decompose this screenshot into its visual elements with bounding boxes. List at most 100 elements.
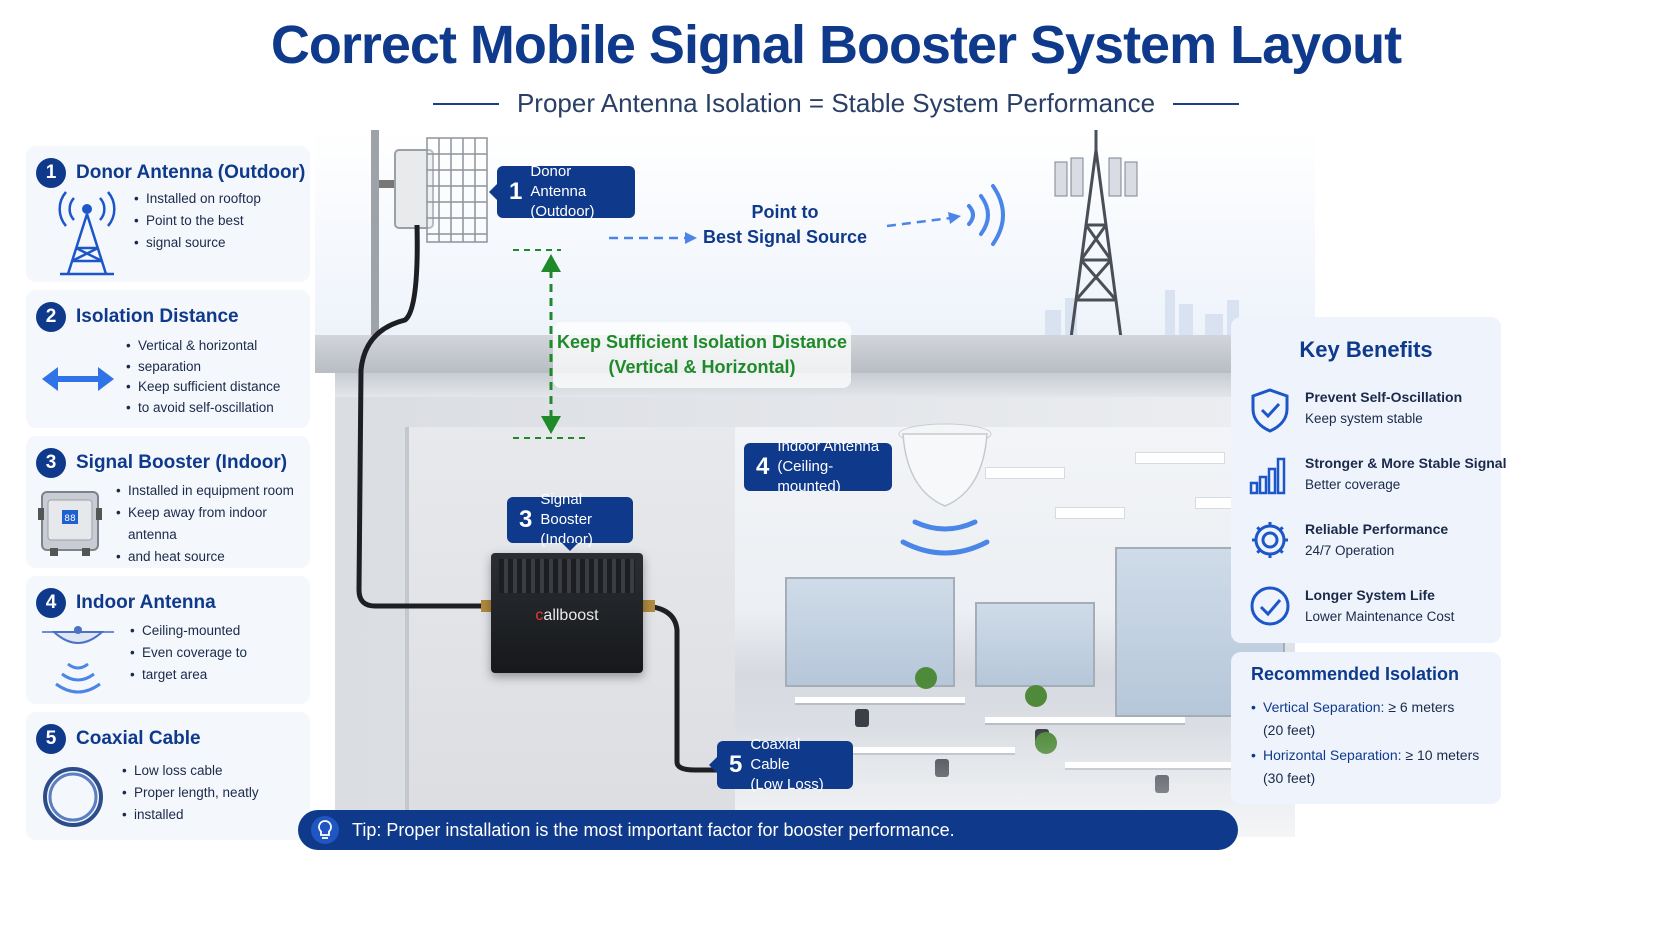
- bullet-continued: installed: [122, 804, 259, 826]
- benefit-desc: Keep system stable: [1305, 411, 1423, 426]
- brand-rest: allboost: [543, 607, 599, 624]
- bullet-continued: and heat source: [116, 546, 310, 568]
- step-bullets: Installed on rooftop Point to the best s…: [134, 188, 261, 254]
- benefit-title: Longer System Life: [1305, 587, 1435, 603]
- benefit-title: Stronger & More Stable Signal: [1305, 455, 1507, 471]
- signal-bars-icon: [1249, 457, 1286, 495]
- callout-line2: (Outdoor): [530, 203, 595, 220]
- step-number: 4: [36, 588, 66, 618]
- step-donor-antenna: 1 Donor Antenna (Outdoor) Installed on r…: [26, 146, 310, 282]
- callout-text: Signal Booster(Indoor): [540, 490, 621, 550]
- step-bullets: Ceiling-mounted Even coverage to target …: [130, 620, 247, 686]
- plant: [915, 667, 937, 689]
- step-signal-booster: 3 Signal Booster (Indoor) 88 Installed i…: [26, 436, 310, 568]
- steps-panel: 1 Donor Antenna (Outdoor) Installed on r…: [26, 146, 310, 848]
- callout-text: Indoor Antenna (Ceiling-mounted): [777, 437, 880, 497]
- plant: [1025, 685, 1047, 707]
- recommended-item: Vertical Separation: ≥ 6 meters (20 feet…: [1251, 696, 1479, 742]
- bullet-text: and heat source: [128, 549, 225, 564]
- recommended-list: Vertical Separation: ≥ 6 meters (20 feet…: [1251, 696, 1479, 792]
- benefit-item: Reliable Performance 24/7 Operation: [1249, 519, 1448, 562]
- callout-line1: Coaxial Cable: [750, 736, 801, 773]
- benefit-title: Reliable Performance: [1305, 521, 1449, 537]
- callout-line2: (Indoor): [540, 531, 593, 548]
- step-indoor-antenna: 4 Indoor Antenna Ceiling-mounted Even co…: [26, 576, 310, 704]
- double-arrow-icon: [42, 367, 114, 391]
- shield-check-icon: [1251, 388, 1289, 433]
- bullet: Proper length, neatly: [122, 782, 259, 804]
- point-text-line2: Best Signal Source: [702, 227, 868, 247]
- bullet: Point to the best: [134, 210, 261, 232]
- bullet: Vertical & horizontal: [126, 336, 280, 357]
- bullet-text: installed: [134, 807, 184, 822]
- step-number: 1: [36, 158, 66, 188]
- lightbulb-icon: [311, 816, 339, 844]
- step-number: 3: [36, 448, 66, 478]
- bullet: Keep away from indoor antenna: [116, 502, 310, 546]
- recommended-unit: (20 feet): [1263, 722, 1316, 738]
- booster-heat-sink: [499, 559, 635, 593]
- booster-brand-logo: callboost: [491, 607, 643, 625]
- tip-banner: Tip: Proper installation is the most imp…: [298, 810, 1238, 850]
- bullet-continued: separation: [126, 357, 280, 378]
- callout-line1: Indoor Antenna: [777, 438, 880, 455]
- callout-line2: (Ceiling-mounted): [777, 458, 841, 495]
- ceiling-light: [1055, 507, 1125, 519]
- step-bullets: Low loss cable Proper length, neatly ins…: [122, 760, 259, 826]
- bullet-text: target area: [142, 667, 208, 682]
- bullet: Ceiling-mounted: [130, 620, 247, 642]
- callout-line2: (Low Loss): [750, 776, 824, 793]
- divider-right: [1173, 102, 1240, 105]
- benefit-title: Prevent Self-Oscillation: [1305, 389, 1463, 405]
- bullet: Low loss cable: [122, 760, 259, 782]
- step-header: 3 Signal Booster (Indoor): [36, 448, 287, 478]
- benefit-text: Reliable Performance 24/7 Operation: [1305, 519, 1448, 562]
- desk: [985, 717, 1185, 725]
- bullet: Even coverage to: [130, 642, 247, 664]
- cell-tower-icon: [58, 191, 116, 276]
- callout-number: 5: [729, 751, 743, 778]
- bullet-continued: target area: [130, 664, 247, 686]
- point-direction-arrows: [609, 212, 961, 244]
- step-header: 4 Indoor Antenna: [36, 588, 216, 618]
- tip-text: Tip: Proper installation is the most imp…: [352, 819, 955, 840]
- step-bullets: Vertical & horizontal separation Keep su…: [126, 336, 280, 418]
- callout-indoor-antenna: 4 Indoor Antenna (Ceiling-mounted): [744, 438, 892, 495]
- step-header: 1 Donor Antenna (Outdoor): [36, 158, 305, 188]
- step-number: 2: [36, 302, 66, 332]
- recommended-label: Vertical Separation:: [1263, 699, 1385, 715]
- callout-line1: Donor Antenna: [530, 163, 587, 200]
- step-isolation-distance: 2 Isolation Distance Vertical & horizont…: [26, 290, 310, 428]
- point-text-line1: Point to: [751, 202, 819, 222]
- cell-tower-illustration: [1054, 130, 1138, 339]
- donor-antenna-illustration: [371, 130, 488, 340]
- bullet: Installed on rooftop: [134, 188, 261, 210]
- isolation-line2: (Vertical & Horizontal): [608, 357, 796, 377]
- divider-left: [432, 102, 499, 105]
- callout-number: 4: [756, 453, 770, 480]
- step-title: Donor Antenna (Outdoor): [76, 162, 306, 183]
- recommended-value: ≥ 10 meters: [1405, 747, 1480, 763]
- benefit-item: Stronger & More Stable Signal Better cov…: [1249, 453, 1506, 496]
- installation-scene: Point to Best Signal Source: [315, 130, 1315, 870]
- ceiling-light: [985, 467, 1065, 479]
- recommended-label: Horizontal Separation:: [1263, 747, 1402, 763]
- benefit-text: Longer System Life Lower Maintenance Cos…: [1305, 585, 1454, 628]
- incoming-signal-waves: [967, 184, 1005, 246]
- point-to-signal-label: Point to Best Signal Source: [695, 200, 875, 250]
- step-bullets: Installed in equipment room Keep away fr…: [116, 480, 310, 568]
- sky-background: [315, 130, 1315, 335]
- benefit-text: Stronger & More Stable Signal Better cov…: [1305, 453, 1506, 496]
- step-header: 2 Isolation Distance: [36, 302, 239, 332]
- callout-coaxial-cable: 5 Coaxial Cable (Low Loss): [709, 736, 853, 793]
- indoor-antenna-illustration: [898, 423, 992, 556]
- booster-device-icon: 88: [38, 491, 102, 556]
- step-header: 5 Coaxial Cable: [36, 724, 201, 754]
- desk: [795, 697, 965, 705]
- page-subtitle: Proper Antenna Isolation = Stable System…: [516, 88, 1156, 118]
- bullet-continued: to avoid self-oscillation: [126, 398, 280, 419]
- bullet-text: separation: [138, 358, 202, 374]
- bullet: Installed in equipment room: [116, 480, 310, 502]
- ceiling-light: [1135, 452, 1225, 464]
- ceiling-antenna-icon: [42, 626, 114, 694]
